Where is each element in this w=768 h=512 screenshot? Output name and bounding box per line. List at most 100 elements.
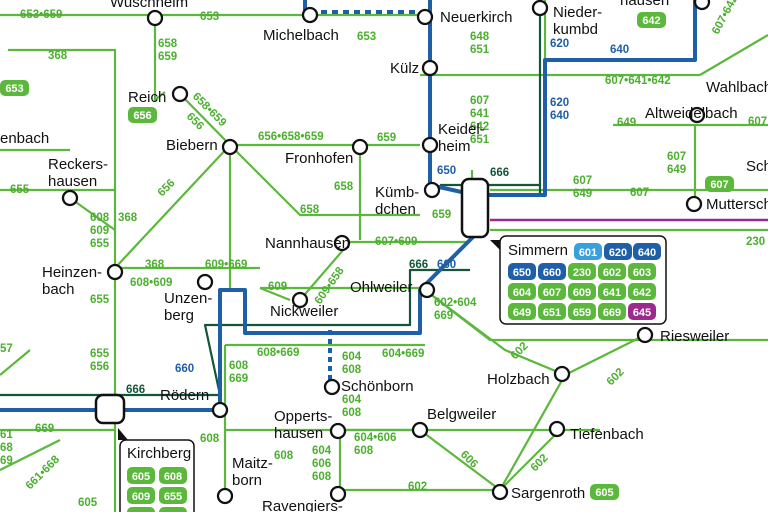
green-route-line [179, 93, 231, 146]
simmern-route-badge-text: 660 [543, 267, 561, 279]
route-label-r602c: 602 [529, 452, 551, 474]
stop-marker-wuschheim [146, 9, 164, 27]
stop-label-reckershausen: Reckers-hausen [48, 156, 108, 190]
hub-stations [94, 177, 490, 425]
stop-label-ravengiersburg: Ravengiers- [262, 498, 343, 512]
route-label-r666a: 666 [490, 167, 509, 179]
stop-label-kuelz: Külz [390, 60, 419, 77]
simmern-route-badge [568, 283, 596, 300]
simmern-box-pointer [490, 240, 500, 250]
simmern-route-badge-text: 641 [603, 287, 621, 299]
kirchberg-route-badge [127, 487, 155, 504]
kirchberg-route-badge-text: 605 [132, 471, 150, 483]
stop-badge-wahlbach_top-text: 653 [5, 83, 23, 95]
stop-marker-belgweiler [411, 421, 429, 439]
route-label-r230: 230 [746, 236, 765, 248]
stop-badge-wahlbach_top [0, 80, 29, 96]
route-label-r653a: 653•659 [20, 9, 62, 21]
route-label-r656b: 656 [156, 177, 178, 199]
stop-badge-hausen-text: 642 [642, 15, 660, 27]
stop-label-oppertshausen: Opperts-hausen [274, 408, 332, 442]
simmern-route-badge-text: 669 [603, 307, 621, 319]
route-label-r605a: 605 [78, 497, 98, 509]
stop-marker-heinzenbach [106, 263, 124, 281]
route-label-r655b: 655 [90, 294, 110, 306]
simmern-route-badge [574, 243, 602, 260]
kirchberg-route-badge-text: 609 [132, 491, 150, 503]
stop-label-biebern: Biebern [166, 137, 218, 154]
route-label-r57: 57 [0, 343, 13, 355]
route-label-r608c: 608 [274, 450, 294, 462]
stop-marker-roedern [211, 401, 229, 419]
stop-marker-hausen [693, 0, 711, 11]
stop-label-muttersch: Muttersch [706, 196, 768, 213]
stop-label-sargenroth: Sargenroth [511, 485, 585, 502]
route-label-r659a: 659 [377, 132, 396, 144]
stop-marker-riesweiler [636, 326, 654, 344]
stop-marker-tiefenbach [548, 420, 566, 438]
green-route-line [0, 349, 31, 376]
stop-label-belgweiler: Belgweiler [427, 406, 496, 423]
stop-marker-reich [171, 85, 189, 103]
simmern-route-badge-text: 659 [573, 307, 591, 319]
green-route-line [499, 429, 561, 491]
kirchberg-route-badge [159, 507, 187, 512]
stop-label-fronhofen: Fronhofen [285, 150, 353, 167]
stop-marker-holzbach [553, 365, 571, 383]
dark-route-line [0, 268, 470, 397]
route-label-r660b: 660 [175, 363, 194, 375]
stop-label-schoenborn: Schönborn [341, 378, 414, 395]
simmern-title: Simmern [508, 242, 568, 259]
stop-badge-reich [128, 107, 157, 123]
stop-label-heinzenbach: Heinzen-bach [42, 264, 102, 298]
stop-marker-biebern [221, 138, 239, 156]
simmern-route-badge-text: 601 [579, 247, 597, 259]
stop-marker-ravengiersburg [329, 485, 347, 503]
simmern-route-badge [508, 303, 536, 320]
route-label-r658b: 658 [300, 204, 320, 216]
route-label-r656a: 656 [184, 111, 206, 133]
route-label-r649a: 649 [617, 117, 636, 129]
route-label-r607609: 607•609 [375, 236, 417, 248]
kirchberg-hub-marker [94, 393, 126, 425]
simmern-route-badge-text: 609 [573, 287, 591, 299]
stop-marker-reckershausen [61, 189, 79, 207]
route-label-r368c: 368 [145, 259, 165, 271]
simmern-route-badge [508, 263, 536, 280]
simmern-route-badge [598, 303, 626, 320]
stop-marker-neuerkirch [416, 8, 434, 26]
route-label-r609a: 609 [268, 281, 287, 293]
route-label-r650: 650 [437, 165, 456, 177]
route-label-r669a: 669 [35, 423, 54, 435]
route-label-r604669: 604•669 [382, 348, 424, 360]
kirchberg-route-badge [159, 467, 187, 484]
simmern-route-badge-text: 651 [543, 307, 561, 319]
simmern-route-badge [628, 283, 656, 300]
simmern-route-badge-text: 604 [513, 287, 532, 299]
stop-label-unzenberg: Unzen-berg [164, 290, 212, 324]
stop-label-riesweiler: Riesweiler [660, 328, 729, 345]
main-bus-line [475, 0, 697, 197]
route-label-r655a: 655 [10, 184, 30, 196]
stop-badge-reich-text: 656 [133, 110, 151, 122]
route-label-r368b: 368 [118, 212, 138, 224]
green-route-line [499, 374, 566, 491]
stop-marker-nickweiler [291, 291, 309, 309]
route-label-r659b: 659 [432, 209, 451, 221]
stop-label-sch: Sch [746, 158, 768, 175]
simmern-route-badge-text: 230 [573, 267, 591, 279]
route-label-r608609a: 608•609 [130, 277, 172, 289]
green-route-line [69, 197, 116, 231]
stop-marker-fronhofen [351, 138, 369, 156]
green-route-line [153, 15, 166, 102]
simmern-route-badge-text: 650 [513, 267, 531, 279]
